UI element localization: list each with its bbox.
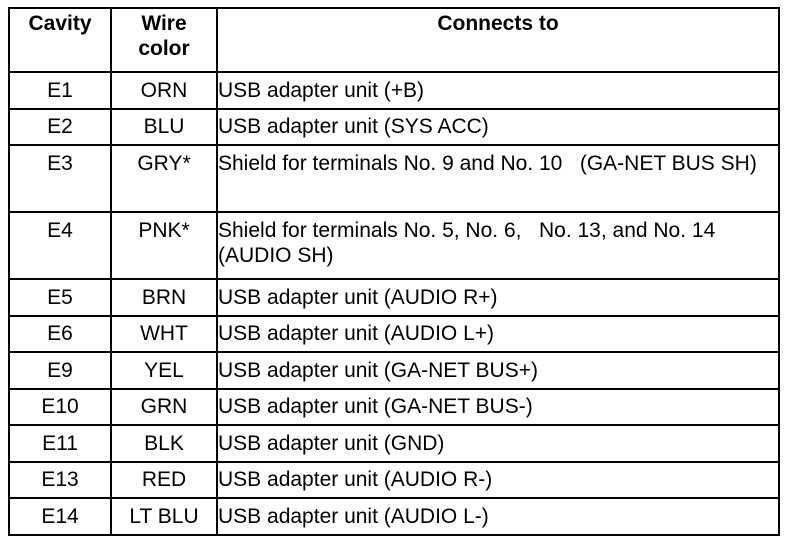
wire-color-cell: RED: [110, 460, 218, 499]
cavity-cell: E9: [8, 351, 112, 390]
table-row: E1 ORN USB adapter unit (+B): [8, 71, 780, 110]
wire-color-cell: BLK: [110, 424, 218, 463]
table-row: E2 BLU USB adapter unit (SYS ACC): [8, 107, 780, 146]
cavity-cell: E3: [8, 144, 112, 213]
connects-to-cell: USB adapter unit (GA-NET BUS-): [216, 387, 780, 426]
table-row: E9 YEL USB adapter unit (GA-NET BUS+): [8, 351, 780, 390]
cavity-cell: E13: [8, 460, 112, 499]
wire-color-cell: WHT: [110, 314, 218, 353]
wire-color-cell: ORN: [110, 71, 218, 110]
header-connects-to: Connects to: [216, 7, 780, 73]
cavity-cell: E2: [8, 107, 112, 146]
connects-to-cell: USB adapter unit (AUDIO R-): [216, 460, 780, 499]
cavity-cell: E11: [8, 424, 112, 463]
table-row: E11 BLK USB adapter unit (GND): [8, 424, 780, 463]
cavity-cell: E1: [8, 71, 112, 110]
connects-to-cell: Shield for terminals No. 9 and No. 10 (G…: [216, 144, 780, 213]
wire-color-cell: BLU: [110, 107, 218, 146]
table-header-row: Cavity Wire color Connects to: [8, 7, 780, 73]
wire-color-cell: BRN: [110, 278, 218, 317]
cavity-cell: E10: [8, 387, 112, 426]
connects-to-cell: USB adapter unit (GND): [216, 424, 780, 463]
wire-color-cell: YEL: [110, 351, 218, 390]
cavity-cell: E14: [8, 497, 112, 536]
connects-to-cell: USB adapter unit (AUDIO R+): [216, 278, 780, 317]
table-row: E3 GRY* Shield for terminals No. 9 and N…: [8, 144, 780, 213]
cavity-cell: E4: [8, 211, 112, 280]
wire-color-cell: LT BLU: [110, 497, 218, 536]
table-row: E10 GRN USB adapter unit (GA-NET BUS-): [8, 387, 780, 426]
connects-to-cell: Shield for terminals No. 5, No. 6, No. 1…: [216, 211, 780, 280]
table-row: E4 PNK* Shield for terminals No. 5, No. …: [8, 211, 780, 280]
cavity-cell: E5: [8, 278, 112, 317]
wire-color-cell: PNK*: [110, 211, 218, 280]
table-row: E5 BRN USB adapter unit (AUDIO R+): [8, 278, 780, 317]
connects-to-cell: USB adapter unit (AUDIO L+): [216, 314, 780, 353]
table-row: E6 WHT USB adapter unit (AUDIO L+): [8, 314, 780, 353]
wire-color-cell: GRN: [110, 387, 218, 426]
cavity-cell: E6: [8, 314, 112, 353]
wiring-table: Cavity Wire color Connects to E1 ORN USB…: [8, 7, 780, 536]
header-cavity: Cavity: [8, 7, 112, 73]
connects-to-cell: USB adapter unit (SYS ACC): [216, 107, 780, 146]
connects-to-cell: USB adapter unit (GA-NET BUS+): [216, 351, 780, 390]
wire-color-cell: GRY*: [110, 144, 218, 213]
table-row: E13 RED USB adapter unit (AUDIO R-): [8, 460, 780, 499]
connects-to-cell: USB adapter unit (+B): [216, 71, 780, 110]
table-row: E14 LT BLU USB adapter unit (AUDIO L-): [8, 497, 780, 536]
connects-to-cell: USB adapter unit (AUDIO L-): [216, 497, 780, 536]
header-wire-color: Wire color: [110, 7, 218, 73]
